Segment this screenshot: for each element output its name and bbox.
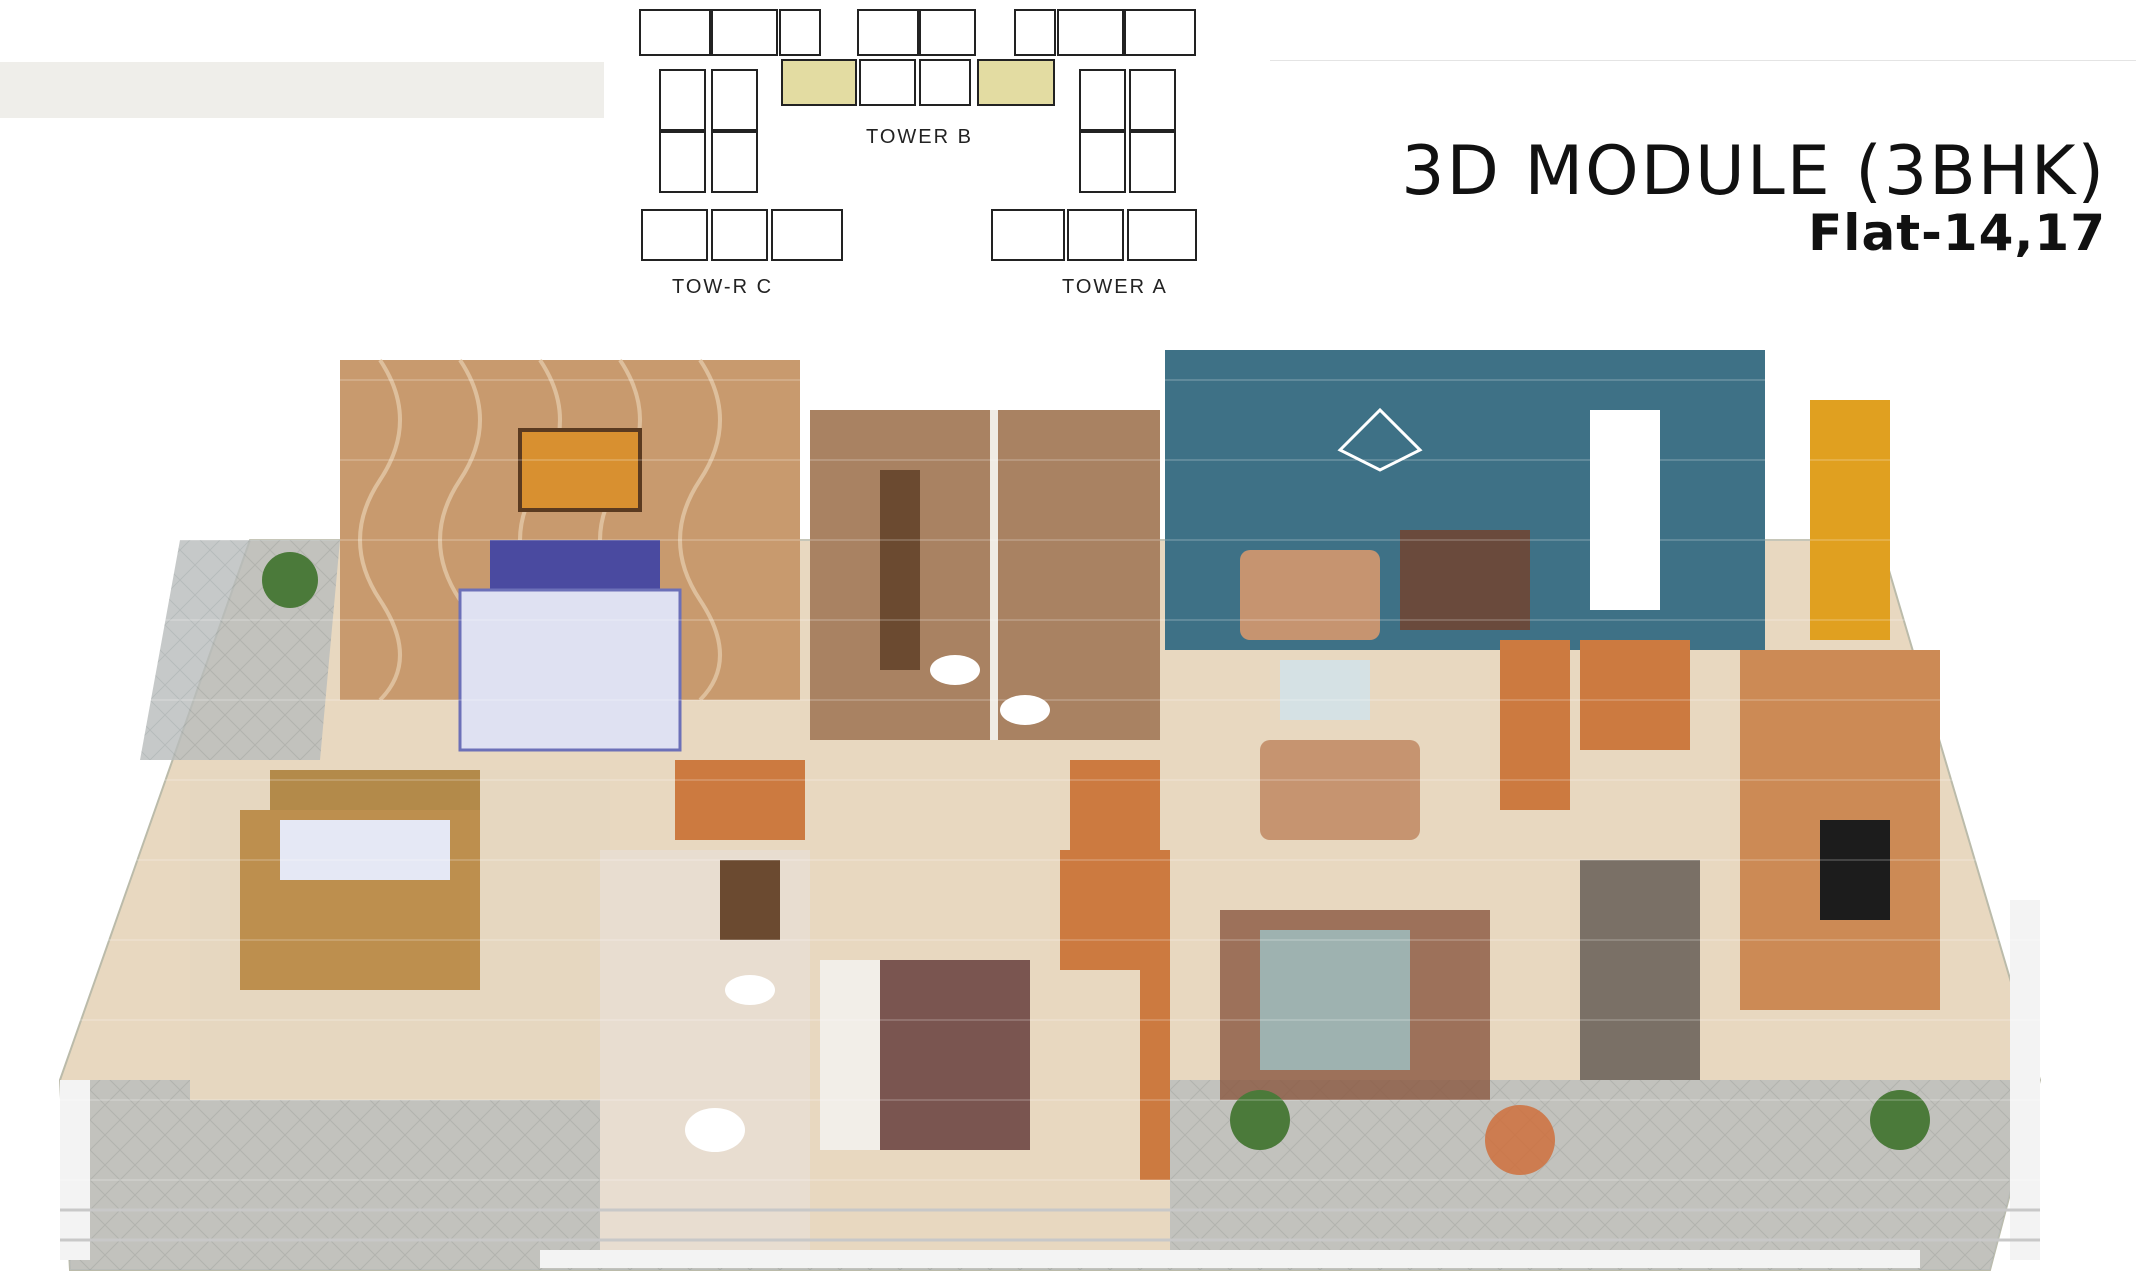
dining-table [1260,930,1410,1070]
flat-numbers: Flat-14,17 [1808,204,2106,262]
header-banner [0,62,604,118]
key-site-plan [639,9,1197,261]
flat-highlight-17 [977,59,1055,106]
kitchen-counter [1580,860,1700,1080]
bathrooms-top [810,410,1160,740]
tower-b-label: TOWER B [866,126,973,148]
doorway [1590,410,1660,610]
floorplan-3d-image [0,350,2136,1271]
tower-a-label: TOWER A [1062,276,1168,298]
page-title: 3D MODULE (3BHK) [1401,132,2106,211]
bookshelf [1400,530,1530,630]
sofa-2 [1260,740,1420,840]
tower-c-label: TOW-R C [672,276,774,298]
bed-1 [458,588,682,752]
plant-1 [262,552,318,608]
bed-3 [870,960,1030,1150]
wall-painting [518,428,642,512]
coffee-table [1280,660,1370,720]
flat-highlight-14 [781,59,857,106]
plant-2 [1230,1090,1290,1150]
stove [1820,820,1890,920]
title-divider [1270,60,2136,61]
balcony-chair [1485,1105,1555,1175]
yellow-panel [1810,400,1890,640]
sofa-1 [1240,550,1380,640]
plant-3 [1870,1090,1930,1150]
